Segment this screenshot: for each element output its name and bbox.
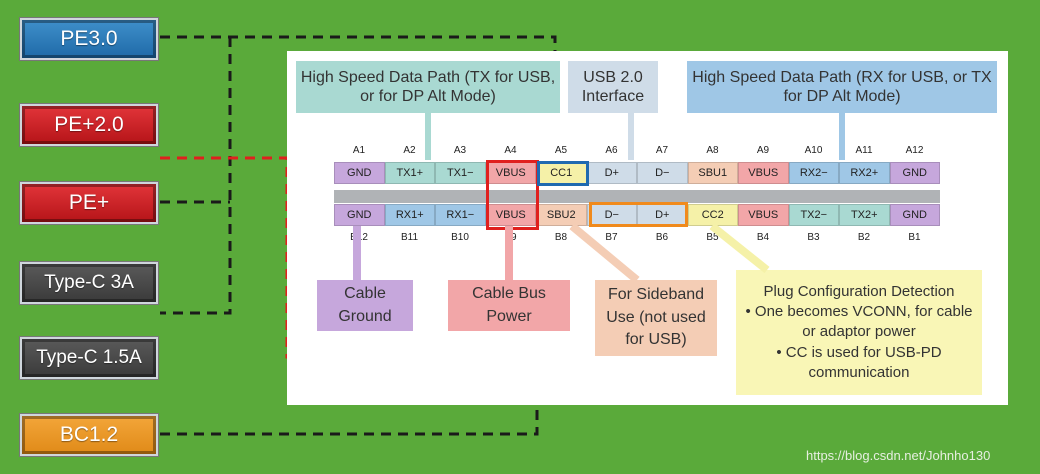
- protocol-pe-plus: PE+: [20, 182, 158, 224]
- protocol-label: PE+2.0: [54, 113, 124, 136]
- header-text: USB 2.0 Interface: [581, 68, 645, 105]
- protocol-label: Type-C 3A: [44, 272, 134, 293]
- pin-cell: TX1−: [435, 162, 486, 184]
- callout-sideband: For Sideband Use (not used for USB): [595, 280, 717, 356]
- watermark: https://blog.csdn.net/Johnho130: [806, 448, 991, 463]
- pin-number: A10: [804, 145, 823, 156]
- pin-number: A6: [605, 145, 618, 156]
- plug-config-title: Plug Configuration Detection: [763, 282, 955, 300]
- protocol-label: PE3.0: [60, 27, 118, 50]
- protocol-label: BC1.2: [59, 423, 119, 446]
- pin-cell: GND: [889, 204, 940, 226]
- plug-config-bullet: • CC is used for USB-PD communication: [776, 343, 942, 381]
- pin-cell: SBU2: [536, 204, 587, 226]
- pin-number: B4: [756, 232, 770, 243]
- pin-number: B5: [706, 232, 719, 243]
- protocol-label: Type-C 1.5A: [36, 347, 142, 368]
- callout-bus-power: Cable Bus Power: [448, 280, 570, 331]
- pin-cell: RX2−: [788, 162, 839, 184]
- pin-number: A1: [352, 145, 366, 156]
- pin-cell: RX1−: [435, 204, 486, 226]
- pin-number: B11: [400, 232, 419, 243]
- callout-text: Cable Bus Power: [472, 285, 546, 325]
- pin-number: B12: [350, 232, 368, 243]
- pin-cell: D−: [637, 162, 688, 184]
- callout-text: Cable Ground: [338, 285, 392, 325]
- pin-cell: TX1+: [384, 162, 435, 184]
- header-text: High Speed Data Path (TX for USB, or for…: [300, 68, 556, 105]
- pin-cell: D−: [586, 204, 637, 226]
- protocol-label: PE+: [68, 191, 110, 214]
- pin-cell: VBUS: [738, 162, 789, 184]
- pin-number: A11: [855, 145, 873, 156]
- pin-number: B7: [605, 232, 618, 243]
- pin-number: A7: [655, 145, 669, 156]
- pin-cell: GND: [334, 204, 385, 226]
- wire-pe-bus: [160, 37, 232, 315]
- pin-cell: RX2+: [839, 162, 890, 184]
- pin-number: A9: [756, 145, 770, 156]
- callout-plug-config: Plug Configuration Detection • One becom…: [736, 270, 982, 395]
- pin-cell: TX2−: [788, 204, 839, 226]
- protocol-bc12: BC1.2: [20, 414, 158, 456]
- header-hs-tx: High Speed Data Path (TX for USB, or for…: [296, 61, 560, 113]
- header-hs-rx: High Speed Data Path (RX for USB, or TX …: [687, 61, 997, 113]
- pin-cell: GND: [334, 162, 385, 184]
- protocol-pe20: PE+2.0: [20, 104, 158, 146]
- pin-number: B6: [655, 232, 669, 243]
- pinout-panel: High Speed Data Path (TX for USB, or for…: [287, 51, 1008, 405]
- protocol-typec-3a: Type-C 3A: [20, 262, 158, 304]
- pin-number: A3: [453, 145, 467, 156]
- pin-cell: TX2+: [839, 204, 890, 226]
- header-text: High Speed Data Path (RX for USB, or TX …: [692, 68, 992, 105]
- protocol-pe30: PE3.0: [20, 18, 158, 60]
- protocol-typec-15a: Type-C 1.5A: [20, 337, 158, 379]
- header-usb2: USB 2.0 Interface: [568, 61, 658, 113]
- pin-number: B8: [554, 232, 568, 243]
- pin-cell: GND: [889, 162, 940, 184]
- pin-number: B2: [857, 232, 871, 243]
- pin-number: B10: [451, 232, 469, 243]
- pin-cell: SBU1: [687, 162, 738, 184]
- pin-number: B3: [807, 232, 820, 243]
- plug-config-bullet: • One becomes VCONN, for cable or adapto…: [745, 303, 973, 341]
- pin-cell: VBUS: [485, 162, 536, 184]
- pin-number: A12: [905, 145, 924, 156]
- connector-tongue: [334, 190, 940, 203]
- callout-cable-ground: Cable Ground: [317, 280, 413, 331]
- pin-number: B1: [908, 232, 921, 243]
- callout-text: For Sideband Use (not used for USB): [606, 286, 706, 349]
- pin-cell: CC1: [536, 162, 587, 184]
- pin-cell: D+: [637, 204, 688, 226]
- pin-number: A4: [504, 145, 517, 156]
- pin-cell: D+: [586, 162, 637, 184]
- pin-number: B9: [504, 232, 517, 243]
- pin-cell: VBUS: [485, 204, 536, 226]
- pin-number: A2: [403, 145, 416, 156]
- pin-cell: VBUS: [738, 204, 789, 226]
- pin-cell: CC2: [687, 204, 738, 226]
- pin-cell: RX1+: [384, 204, 435, 226]
- pin-number: A8: [706, 145, 719, 156]
- pin-number: A5: [554, 145, 568, 156]
